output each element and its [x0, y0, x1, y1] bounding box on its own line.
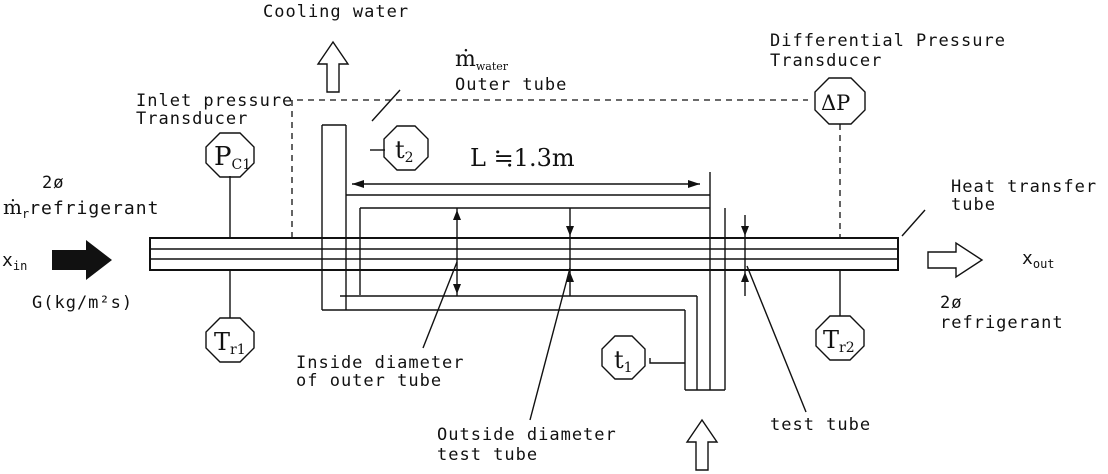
inside-diameter-label-line1: Inside diameter [296, 353, 465, 373]
two-phase-in-label: 2ø [42, 173, 64, 193]
two-phase-out-label: 2ø [940, 293, 962, 313]
sensor-pc1: PC1 [205, 132, 255, 178]
svg-text:t1: t1 [614, 346, 633, 376]
refrigerant-in-label: ṁrrefrigerant [3, 195, 159, 221]
mass-flux-label: G(kg/m²s) [32, 293, 133, 313]
cooling-water-in-arrow [685, 418, 719, 471]
length-dimension [352, 172, 711, 195]
callout-leaders [371, 89, 926, 421]
heat-transfer-tube [149, 237, 899, 271]
sensor-tr1: Tr1 [205, 317, 255, 363]
svg-text:ΔP: ΔP [821, 91, 850, 115]
heat-transfer-label-line2: tube [951, 195, 996, 215]
sensor-tr2: Tr2 [815, 315, 865, 361]
svg-text:Tr2: Tr2 [823, 326, 855, 356]
diff-pressure-label-line2: Transducer [770, 51, 882, 71]
svg-text:PC1: PC1 [214, 142, 251, 173]
inlet-pressure-label-line1: Inlet pressure [136, 91, 293, 111]
sensor-dp: ΔP [814, 77, 866, 125]
sensor-t1: t1 [601, 335, 646, 380]
refrigerant-out-arrow [927, 241, 984, 279]
test-tube-diameter-dim [566, 208, 574, 296]
x-in-label: xin [2, 250, 27, 273]
svg-text:t2: t2 [395, 136, 414, 166]
cooling-water-out-arrow [316, 40, 350, 93]
test-tube-wall-dim [741, 215, 749, 296]
refrigerant-out-label: refrigerant [940, 313, 1064, 333]
cooling-water-label: Cooling water [263, 2, 409, 22]
outer-tube-diameter-dim [453, 208, 461, 296]
svg-text:Tr1: Tr1 [214, 328, 246, 358]
outside-diameter-label-line2: test tube [437, 445, 538, 465]
diff-pressure-label-line1: Differential Pressure [770, 31, 1006, 51]
outer-tube-label: Outer tube [455, 75, 567, 95]
heat-transfer-label-line1: Heat transfer [951, 177, 1097, 197]
sensor-t2: t2 [383, 125, 429, 171]
test-tube-label: test tube [770, 415, 871, 435]
outside-diameter-label-line1: Outside diameter [437, 425, 617, 445]
pressure-tap-lines [291, 99, 841, 238]
m-water-label: ṁwater [455, 47, 509, 73]
x-out-label: xout [1022, 248, 1055, 271]
inside-diameter-label-line2: of outer tube [296, 371, 442, 391]
inlet-pressure-label-line2: Transducer [136, 109, 248, 129]
refrigerant-in-arrow [52, 240, 112, 280]
sensor-leaders [229, 149, 841, 364]
length-label: L ≒1.3m [470, 144, 575, 172]
